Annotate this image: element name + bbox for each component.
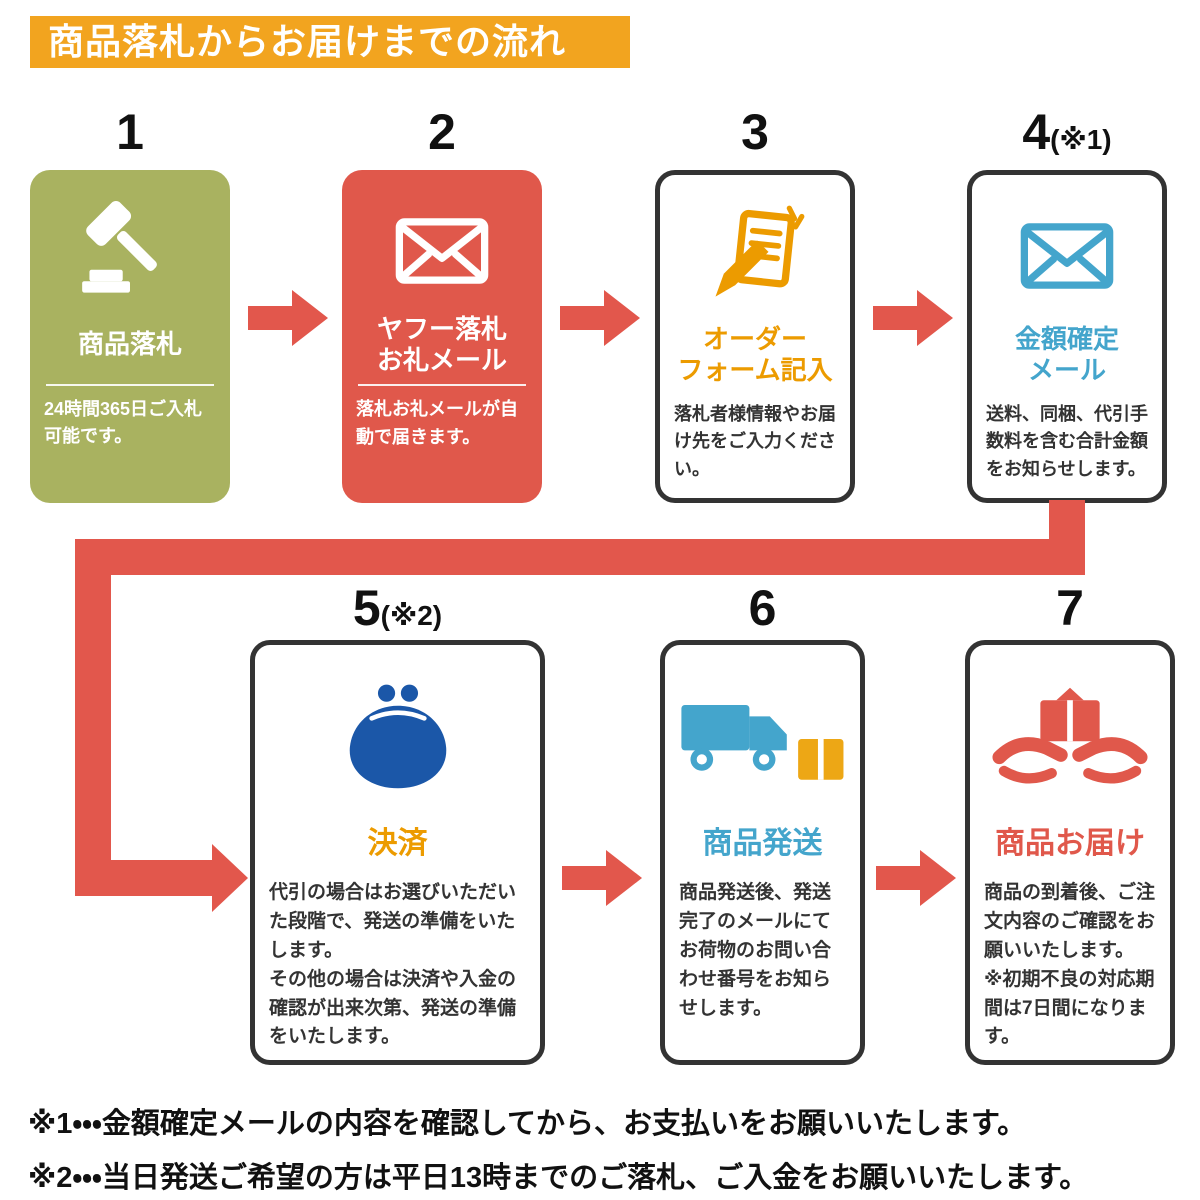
flow-arrow-6-7 [876,850,956,906]
connector-segment-across [75,539,1085,575]
step-card-delivery: 商品お届け 商品の到着後、ご注文内容のご確認をお願いいたします。 ※初期不良の対… [965,640,1175,1065]
order-form-icon [660,191,850,319]
connector-segment-left-down [75,539,111,896]
footnote-2: ※2・・・当日発送ご希望の方は平日13時までのご落札、ご入金をお願いいたします。 [28,1162,1089,1194]
step-number-5: 5(※2) [250,578,545,638]
footnote-1: ※1・・・金額確定メールの内容を確認してから、お支払いをお願いいたします。 [28,1108,1027,1140]
step-title: 決済 [367,827,428,860]
flow-arrow-2-3 [560,290,640,346]
step-card-payment: 決済 代引の場合はお選びいただいた段階で、発送の準備をいたします。 その他の場合… [250,640,545,1065]
coin-purse-icon [255,659,540,819]
step-body: 送料、同梱、代引手数料を含む合計金額をお知らせします。 [986,404,1148,479]
flow-arrow-1-2 [248,290,328,346]
page-title: 商品落札からお届けまでの流れ [30,16,630,68]
step-number-7: 7 [965,578,1175,638]
step-body: 24時間365日ご入札可能です。 [44,399,203,447]
step-number-6: 6 [660,578,865,638]
step-body: 商品の到着後、ご注文内容のご確認をお願いいたします。 ※初期不良の対応期間は7日… [984,882,1156,1048]
connector-segment-into-step5 [75,860,212,896]
step-card-order-form: オーダー フォーム記入 落札者様情報やお届け先をご入力ください。 [655,170,855,503]
flow-arrow-5-6 [562,850,642,906]
step-card-price-mail: 金額確定 メール 送料、同梱、代引手数料を含む合計金額をお知らせします。 [967,170,1167,503]
hands-box-icon [970,659,1170,819]
step-body: 代引の場合はお選びいただいた段階で、発送の準備をいたします。 その他の場合は決済… [269,882,517,1048]
step-number-1: 1 [30,102,230,162]
step-number-4-suffix: (※1) [1050,124,1112,155]
step-number-5-value: 5 [352,580,381,636]
step-body: 落札お礼メールが自動で届きます。 [356,399,518,447]
step-card-shipping: 商品発送 商品発送後、発送完了のメールにてお荷物のお問い合わせ番号をお知らせしま… [660,640,865,1065]
step-number-4: 4(※1) [967,102,1167,162]
step-number-2-value: 2 [428,104,456,160]
step-title: 商品発送 [702,827,823,860]
step-title: 金額確定 メール [1014,323,1119,385]
step-number-6-value: 6 [748,580,777,636]
step-body: 商品発送後、発送完了のメールにてお荷物のお問い合わせ番号をお知らせします。 [679,882,832,1019]
truck-box-icon [665,659,860,819]
step-number-5-suffix: (※2) [380,600,443,631]
mail-icon [342,186,542,314]
step-number-3: 3 [655,102,855,162]
step-title: 商品お届け [995,827,1145,860]
flow-arrow-3-4 [873,290,953,346]
connector-arrowhead [212,844,248,912]
gavel-icon [30,186,230,314]
step-number-4-value: 4 [1022,104,1051,160]
step-card-thanks-mail: ヤフー落札 お礼メール 落札お礼メールが自動で届きます。 [342,170,542,503]
step-number-3-value: 3 [741,104,769,160]
step-title: オーダー フォーム記入 [677,323,833,385]
mail-icon [972,191,1162,319]
step-number-7-value: 7 [1056,580,1084,636]
step-number-1-value: 1 [116,104,144,160]
step-title: ヤフー落札 お礼メール [358,314,526,387]
step-number-2: 2 [342,102,542,162]
step-title: 商品落札 [46,314,214,386]
step-card-auction-win: 商品落札 24時間365日ご入札可能です。 [30,170,230,503]
step-body: 落札者様情報やお届け先をご入力ください。 [674,404,836,479]
